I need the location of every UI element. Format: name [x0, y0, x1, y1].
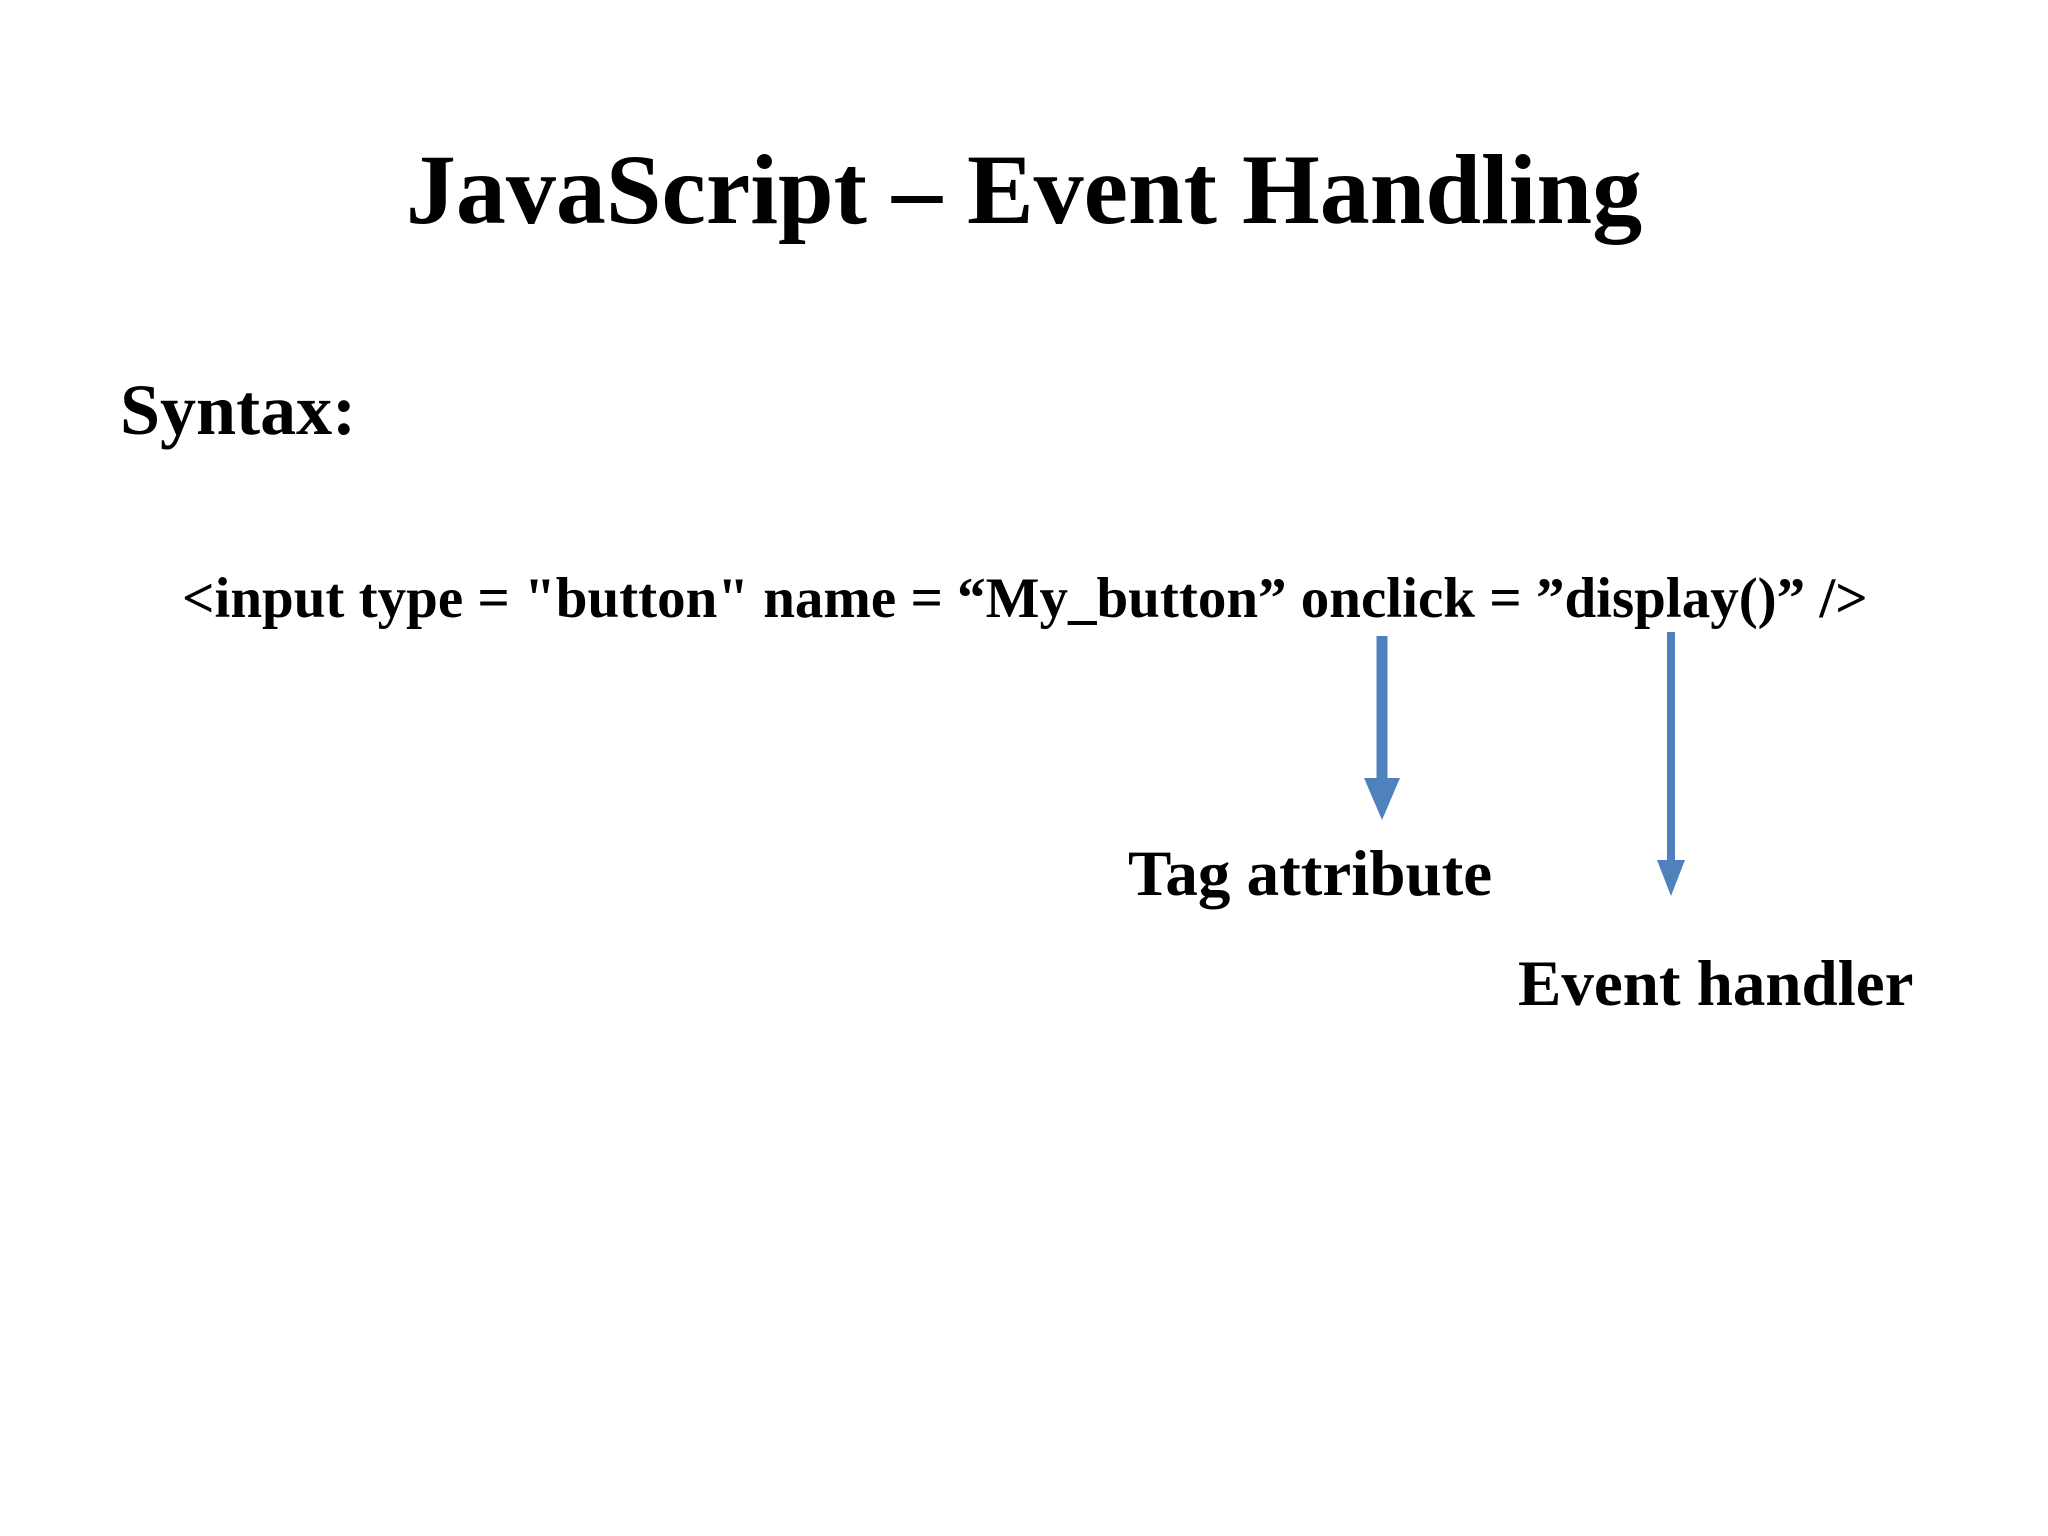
arrow-head	[1657, 860, 1685, 896]
code-snippet: <input type = "button" name = “My_button…	[182, 567, 1868, 630]
down-arrow-icon	[1657, 632, 1685, 896]
tag-attribute-label: Tag attribute	[1128, 838, 1493, 910]
arrow-head	[1364, 778, 1400, 820]
syntax-label: Syntax:	[120, 370, 357, 450]
event-handler-label: Event handler	[1518, 948, 1914, 1020]
down-arrow-icon	[1364, 636, 1400, 820]
slide-title: JavaScript – Event Handling	[405, 134, 1643, 245]
